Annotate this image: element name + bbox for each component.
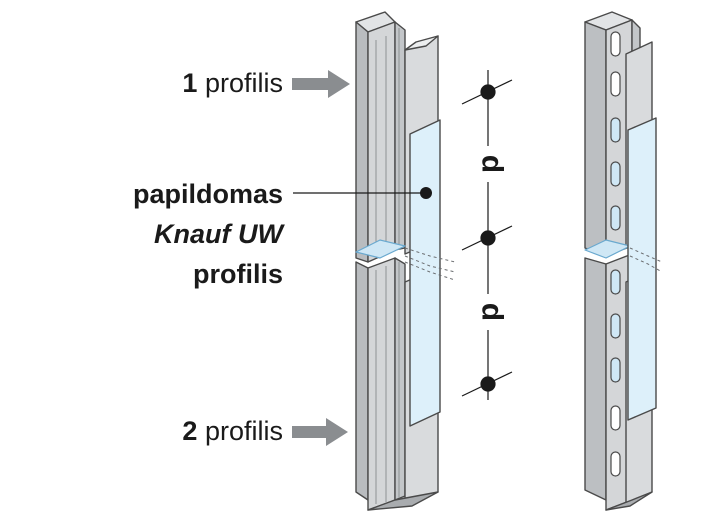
profile-1-label: 1 profilis (182, 68, 283, 98)
arrow-profile-1 (292, 70, 350, 98)
profile-2-label: 2 profilis (182, 416, 283, 446)
upper-profile-lip-top (404, 35, 439, 51)
slot (610, 117, 621, 143)
right-lower-bottom-cap (605, 491, 653, 511)
right-lower-web (584, 257, 607, 501)
hidden-edges-right (629, 247, 663, 273)
right-profile-assembly (584, 11, 663, 511)
slot (610, 451, 621, 477)
lower-profile-flange (394, 257, 406, 501)
spacing-label-upper: p (472, 155, 505, 173)
joint-highlight (355, 239, 406, 259)
extension-label-line3: profilis (193, 259, 283, 289)
left-profile-assembly (355, 11, 456, 511)
slot (610, 205, 621, 231)
profile-2-number: 2 (182, 416, 197, 446)
slot (610, 269, 621, 295)
profile-1-word: profilis (205, 68, 283, 98)
slot (610, 357, 621, 383)
screw-point-middle (480, 230, 496, 246)
spacing-dimension (461, 70, 513, 400)
slot (610, 71, 621, 97)
extension-label-line2: Knauf UW (154, 219, 285, 249)
right-extension-uw-profile (627, 117, 657, 421)
extension-leader-dot (420, 187, 432, 199)
slot (610, 161, 621, 187)
right-upper-web (584, 21, 607, 257)
profile-2-word: profilis (205, 416, 283, 446)
spacing-label-lower: p (472, 303, 505, 321)
lower-profile-grooves (375, 262, 400, 504)
extension-uw-profile (409, 119, 441, 427)
arrow-profile-2 (292, 418, 348, 446)
slot (610, 313, 621, 339)
profile-1-number: 1 (182, 68, 197, 98)
extension-leader (293, 187, 432, 199)
upper-profile-web (355, 21, 369, 263)
screw-point-bottom (480, 376, 496, 392)
service-slots (610, 31, 621, 477)
hidden-edges-left (404, 247, 456, 281)
lower-profile-bottom-cap (367, 491, 439, 511)
upper-profile-grooves (375, 28, 400, 256)
lower-profile-face (367, 257, 396, 511)
extension-label-line1: papildomas (133, 179, 283, 209)
slot (610, 31, 621, 57)
lower-profile-web (355, 261, 369, 501)
upper-profile-face (367, 21, 396, 263)
upper-profile-flange (394, 21, 406, 251)
slot (610, 405, 621, 431)
screw-point-top (480, 84, 496, 100)
